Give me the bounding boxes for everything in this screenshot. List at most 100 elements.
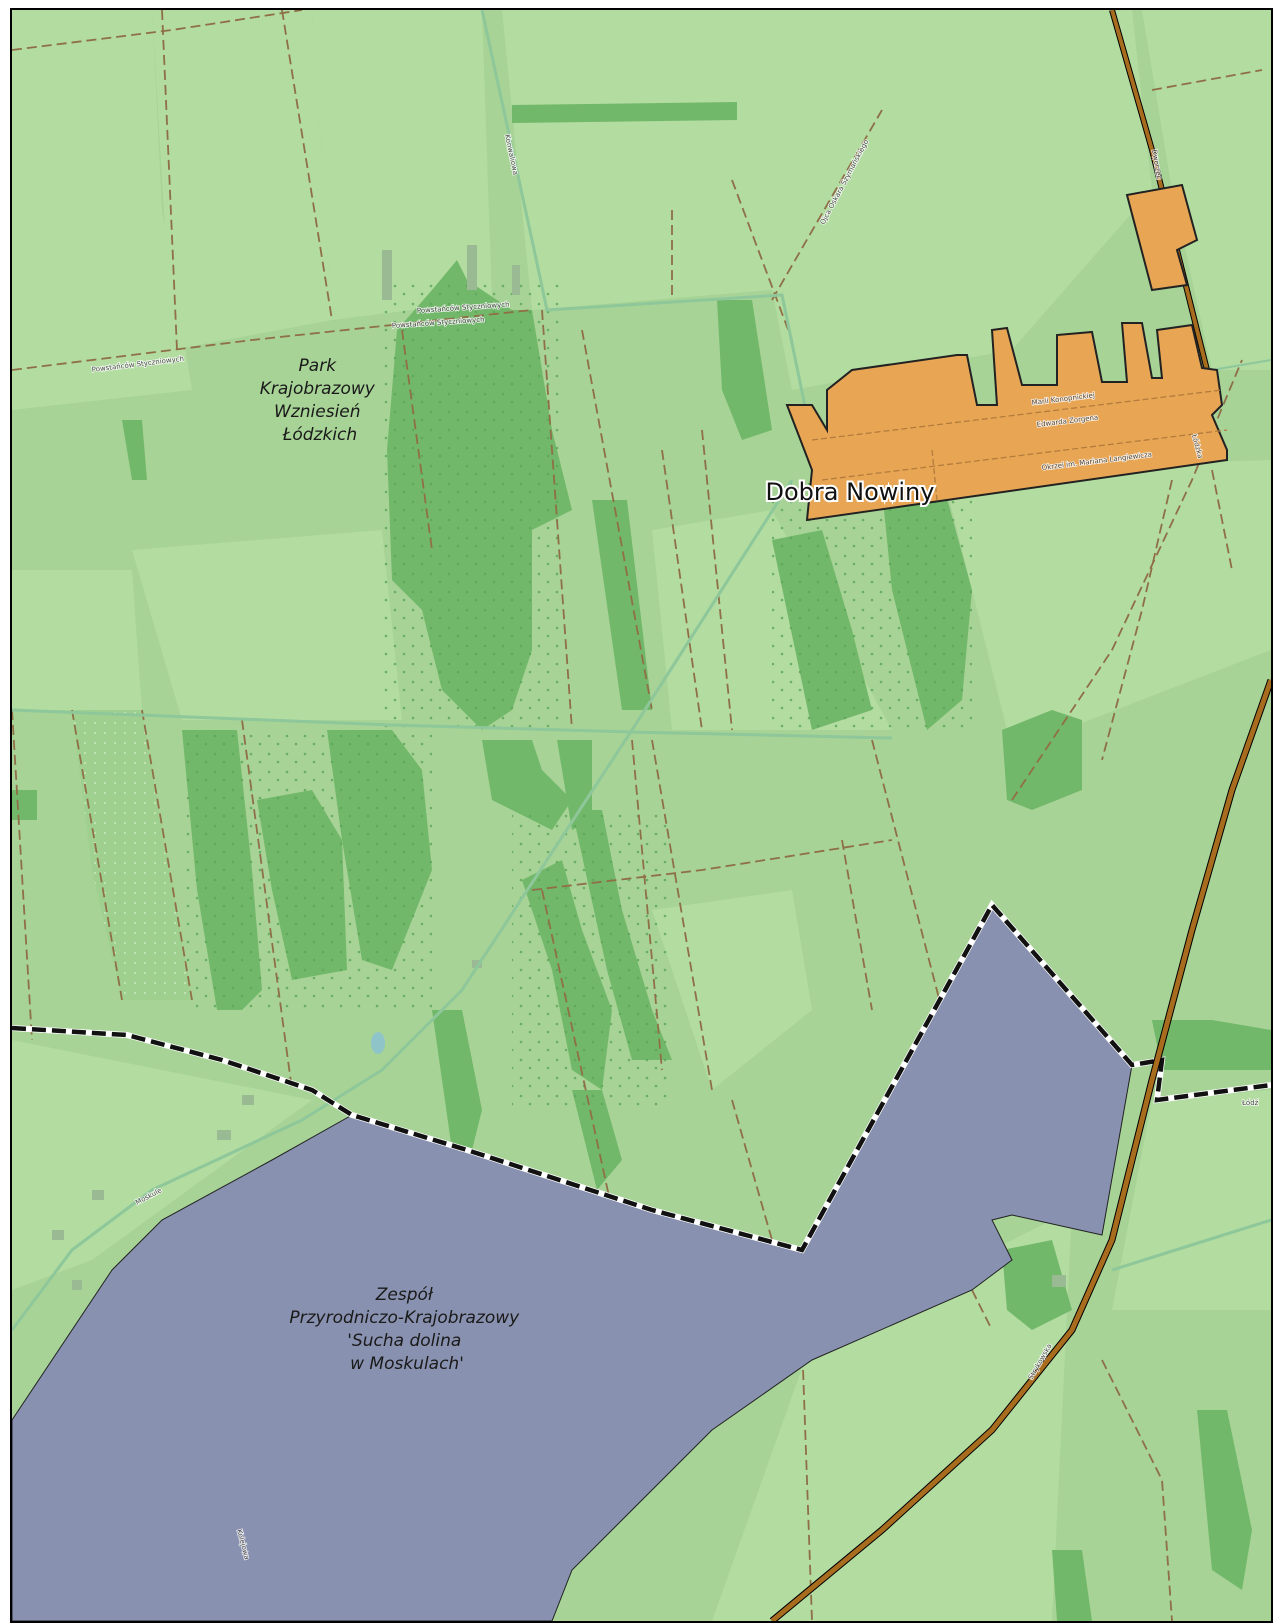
field — [132, 530, 402, 720]
forest-patch[interactable] — [1152, 1020, 1271, 1070]
forest-patch[interactable] — [482, 740, 572, 830]
forest-patch[interactable] — [557, 740, 592, 830]
field — [772, 10, 1152, 390]
building — [72, 1280, 82, 1290]
forest-texture-area — [382, 280, 562, 730]
track — [661, 449, 703, 731]
track — [701, 429, 733, 731]
forest-patch[interactable] — [12, 790, 37, 820]
field — [12, 10, 192, 410]
settlement-streets — [811, 389, 1228, 501]
forest-patch[interactable] — [122, 420, 147, 480]
track — [161, 10, 178, 351]
map-frame[interactable]: Powstańców Styczniowych Powstańców Stycz… — [10, 8, 1273, 1623]
park-label-line: Wzniesień — [274, 402, 361, 422]
forest-patch[interactable] — [1002, 1240, 1072, 1330]
reserve-label-line: 'Sucha dolina — [347, 1331, 461, 1351]
park-label-line: Łódzkich — [282, 425, 357, 445]
path — [12, 479, 794, 1331]
track — [631, 739, 663, 1071]
building — [467, 245, 477, 290]
field — [942, 460, 1271, 750]
boundary-line-dash — [12, 901, 1271, 1253]
allotment-gardens-dots — [72, 710, 192, 1000]
forest-patch[interactable] — [1197, 1410, 1252, 1590]
park-label: Park Krajobrazowy Wzniesień Łódzkich — [260, 356, 381, 445]
track — [971, 1289, 993, 1331]
track — [541, 309, 573, 731]
track — [531, 839, 893, 891]
field — [712, 1210, 1072, 1621]
building — [512, 265, 520, 295]
building — [242, 1095, 254, 1105]
forest-patch[interactable] — [432, 1010, 482, 1150]
reserve-label-line: w Moskulach' — [350, 1354, 464, 1374]
reserve-label: Zespół Przyrodniczo-Krajobrazowy 'Sucha … — [289, 1285, 524, 1374]
field — [1112, 1090, 1271, 1310]
track — [541, 889, 613, 1211]
building — [472, 960, 482, 968]
map-canvas[interactable]: Powstańców Styczniowych Powstańców Stycz… — [12, 10, 1271, 1621]
path — [480, 10, 814, 441]
village-street — [811, 389, 1223, 441]
track — [1011, 359, 1243, 801]
field — [652, 890, 812, 1090]
field — [502, 10, 912, 310]
forest-patch[interactable] — [592, 500, 652, 710]
reserve-label-line: Przyrodniczo-Krajobrazowy — [289, 1308, 520, 1328]
forest-texture — [182, 280, 972, 1110]
buildings — [52, 245, 1066, 1290]
fields-layer — [12, 10, 1271, 1621]
building — [1052, 1275, 1066, 1287]
track — [1151, 69, 1263, 91]
track — [731, 1099, 773, 1241]
track — [771, 109, 883, 301]
path — [12, 708, 893, 740]
building — [52, 1230, 64, 1240]
path — [1111, 1218, 1271, 1272]
track — [281, 10, 333, 321]
field — [342, 20, 472, 60]
forest-patch[interactable] — [717, 300, 772, 440]
field — [12, 1040, 312, 1290]
paths-layer — [12, 10, 1271, 1331]
street-label: Łódź — [1241, 1099, 1259, 1107]
pond[interactable] — [371, 1032, 385, 1054]
reserve-label-line: Zespół — [375, 1285, 434, 1305]
forest-patch[interactable] — [512, 102, 737, 123]
building — [217, 1130, 231, 1140]
track — [401, 329, 433, 551]
track — [731, 179, 793, 341]
settlement-north-strip[interactable] — [1125, 183, 1199, 292]
track — [841, 839, 873, 1011]
park-label-line: Krajobrazowy — [260, 379, 376, 399]
track — [1211, 469, 1233, 571]
town-label[interactable]: Dobra Nowiny — [764, 476, 937, 508]
track — [241, 719, 293, 1091]
forest-texture-area — [182, 730, 432, 1010]
field — [312, 10, 492, 320]
path — [1211, 359, 1271, 371]
forest-texture-area — [512, 810, 672, 1110]
village-street — [821, 429, 1228, 481]
building — [382, 250, 392, 300]
forest-texture-area — [772, 480, 972, 730]
tracks-layer — [12, 10, 1263, 1621]
field — [12, 570, 142, 710]
building — [92, 1190, 104, 1200]
track — [12, 10, 303, 51]
track — [12, 309, 533, 371]
field — [152, 10, 332, 350]
track — [1101, 1359, 1173, 1621]
main-road-strykowska-fill — [770, 679, 1271, 1621]
track — [581, 329, 653, 711]
track — [71, 709, 123, 1001]
reserve-boundary — [12, 899, 1271, 1254]
track — [141, 709, 193, 1001]
park-label-line: Park — [299, 356, 338, 376]
field — [1142, 10, 1271, 370]
track — [12, 709, 33, 1041]
forest-patch[interactable] — [1052, 1550, 1092, 1621]
track — [871, 739, 943, 1011]
track — [801, 1339, 813, 1621]
